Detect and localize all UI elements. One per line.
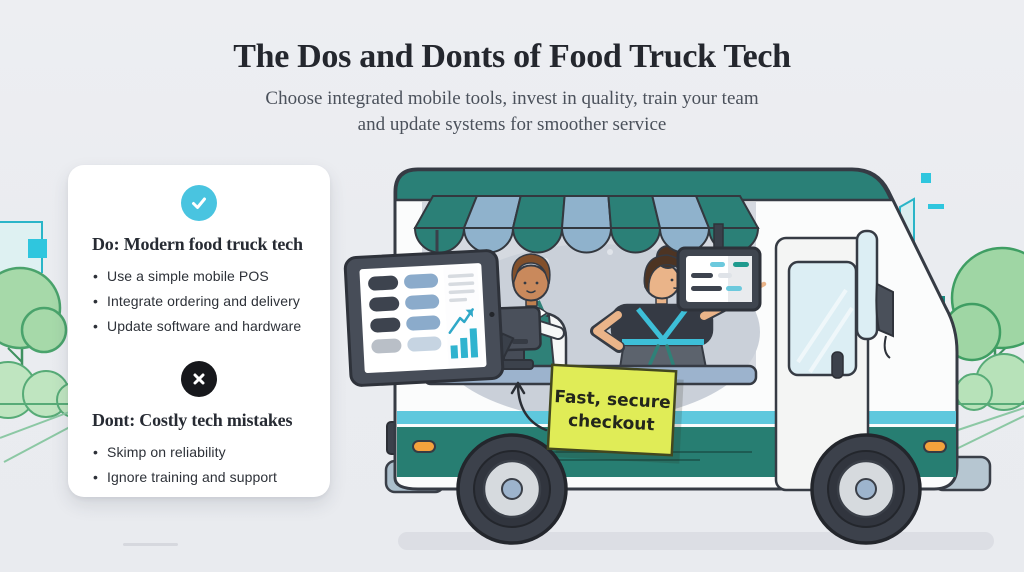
rear-marker-light — [412, 440, 436, 453]
truck-roof-band — [394, 168, 894, 202]
dont-heading: Dont: Costly tech mistakes — [92, 410, 293, 430]
cab-side-window — [855, 229, 879, 341]
dont-list: Skimp on reliability Ignore training and… — [92, 440, 306, 490]
check-icon — [181, 185, 217, 221]
page-header: The Dos and Donts of Food Truck Tech Cho… — [0, 0, 1024, 137]
do-list-item: Use a simple mobile POS — [92, 264, 306, 289]
side-mirror — [875, 282, 894, 359]
sticky-note: Fast, secure checkout — [546, 363, 684, 464]
checkout-display — [676, 223, 762, 312]
left-city-background — [0, 221, 47, 273]
tablet-camera-dot — [489, 311, 495, 318]
right-road-lines — [945, 407, 1024, 455]
door-handle — [831, 351, 844, 379]
front-marker-light — [923, 440, 947, 453]
page-title: The Dos and Donts of Food Truck Tech — [233, 38, 791, 75]
road-dash — [123, 543, 178, 546]
sticky-note-line2: checkout — [568, 411, 655, 436]
apron-waistband — [622, 339, 704, 345]
dont-list-item: Ignore training and support — [92, 465, 306, 490]
subtitle-line1: Choose integrated mobile tools, invest i… — [265, 88, 759, 109]
man-hair — [511, 253, 551, 287]
dos-donts-card: Do: Modern food truck tech Use a simple … — [68, 165, 330, 497]
dont-list-item: Skimp on reliability — [92, 440, 306, 465]
rear-wheel — [456, 433, 568, 545]
left-tree — [0, 266, 68, 398]
do-list: Use a simple mobile POS Integrate orderi… — [92, 264, 306, 339]
right-bushes — [945, 353, 1024, 455]
cab-door — [774, 236, 870, 492]
do-list-item: Integrate ordering and delivery — [92, 289, 306, 314]
cyan-square-accent — [921, 173, 931, 183]
subtitle-line2: and update systems for smoother service — [357, 113, 667, 135]
tablet-pos — [343, 249, 515, 387]
note-arrow — [510, 381, 548, 432]
x-icon — [181, 361, 217, 397]
do-heading: Do: Modern food truck tech — [92, 234, 303, 254]
page-subtitle: Choose integrated mobile tools, invest i… — [192, 86, 832, 137]
do-list-item: Update software and hardware — [92, 314, 306, 339]
cyan-square-accent — [28, 239, 47, 258]
front-wheel — [810, 433, 922, 545]
growth-chart-icon — [448, 308, 479, 359]
cyan-dash-accent — [928, 204, 944, 209]
